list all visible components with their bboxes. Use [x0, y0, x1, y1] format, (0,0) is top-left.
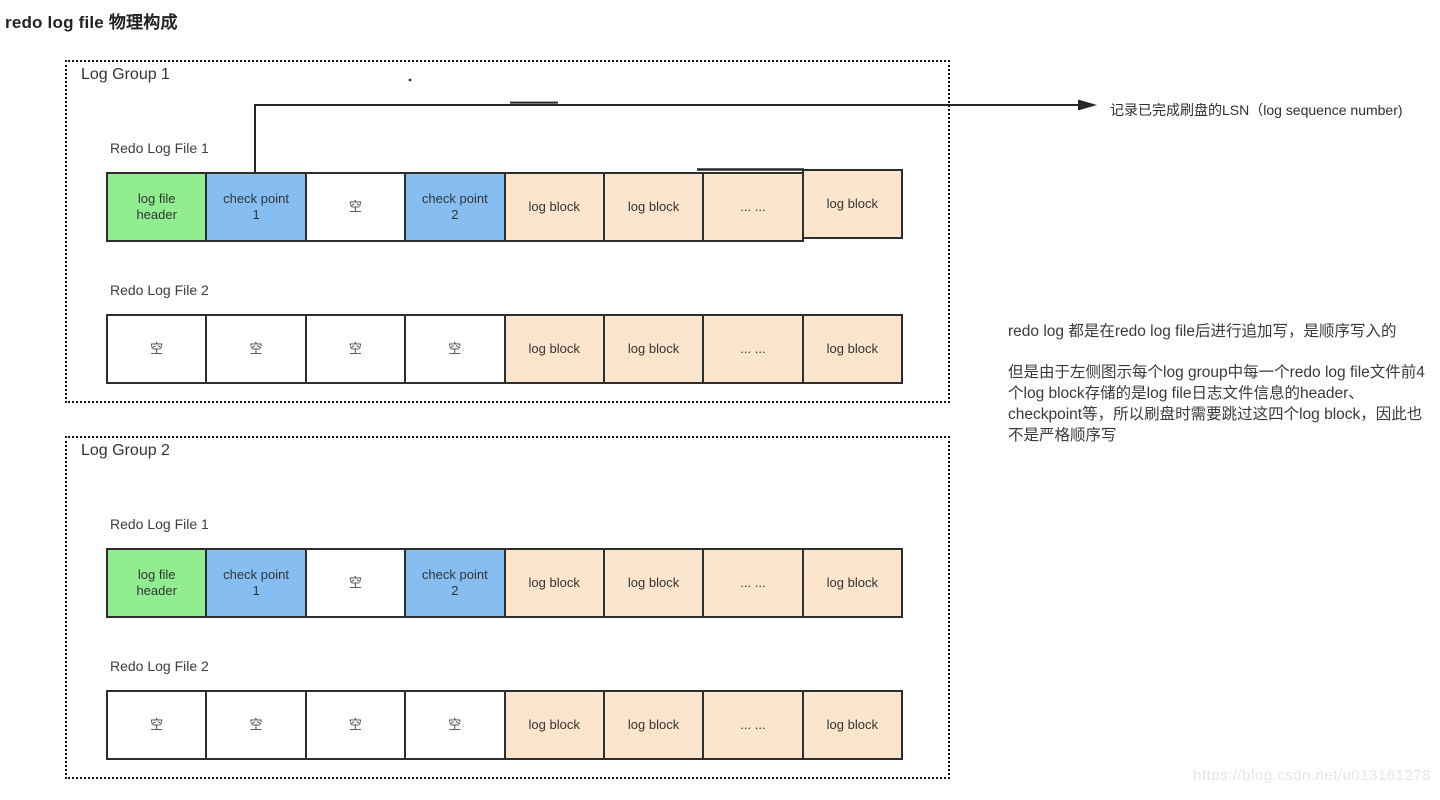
- redo-log-file-1-label: Redo Log File 1: [110, 516, 209, 532]
- page-title: redo log file 物理构成: [5, 13, 178, 32]
- block-log: log block: [503, 314, 605, 384]
- log-group-2-label: Log Group 2: [81, 442, 170, 459]
- block-log: log block: [503, 690, 605, 760]
- block-log: log block: [602, 548, 705, 618]
- block-empty: 空: [304, 172, 407, 242]
- log-group-1-label: Log Group 1: [81, 66, 170, 83]
- block-log: log block: [602, 172, 705, 242]
- block-log: log block: [801, 690, 903, 760]
- block-log: log block: [801, 169, 903, 239]
- note-paragraph-1: redo log 都是在redo log file后进行追加写，是顺序写入的: [1008, 323, 1397, 340]
- block-log: log block: [503, 548, 605, 618]
- block-empty: 空: [106, 690, 208, 760]
- block-log: ... ...: [702, 690, 804, 760]
- block-empty: 空: [106, 314, 208, 384]
- watermark-url: https://blog.csdn.net/u013161278: [1193, 767, 1431, 784]
- block-log: log block: [602, 690, 705, 760]
- block-log: log block: [503, 172, 605, 242]
- redo-log-file-1-label: Redo Log File 1: [110, 140, 209, 156]
- note-paragraph-2: 但是由于左侧图示每个log group中每一个redo log file文件前4…: [1008, 364, 1425, 444]
- block-empty: 空: [404, 314, 506, 384]
- redo-log-file-2-label: Redo Log File 2: [110, 658, 209, 674]
- redo-log-file-2-label: Redo Log File 2: [110, 282, 209, 298]
- block-log: log block: [602, 314, 705, 384]
- block-log: log block: [801, 314, 903, 384]
- block-log: ... ...: [702, 314, 804, 384]
- block-empty: 空: [304, 690, 407, 760]
- block-log: ... ...: [702, 548, 804, 618]
- block-log: log block: [801, 548, 903, 618]
- block-empty: 空: [404, 690, 506, 760]
- block-empty: 空: [205, 314, 307, 384]
- lsn-annotation-label: 记录已完成刷盘的LSN（log sequence number): [1110, 102, 1403, 118]
- block-empty: 空: [304, 314, 407, 384]
- block-empty: 空: [205, 690, 307, 760]
- block-empty: 空: [304, 548, 407, 618]
- block-log: ... ...: [702, 172, 804, 242]
- side-notes: redo log 都是在redo log file后进行追加写，是顺序写入的 但…: [1008, 321, 1431, 446]
